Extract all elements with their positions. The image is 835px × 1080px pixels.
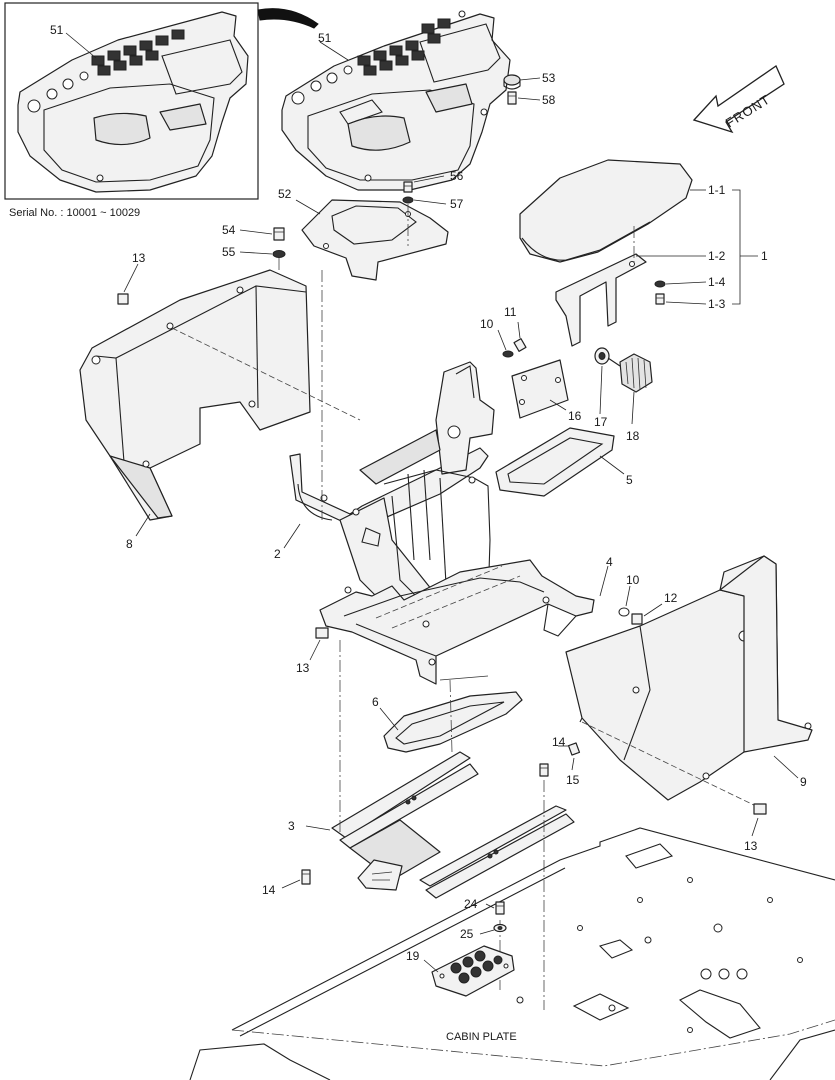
callout-2: 2 xyxy=(274,547,281,561)
callout-1-3: 1-3 xyxy=(708,297,726,311)
screw-14-upper xyxy=(539,763,549,777)
callout-1-1: 1-1 xyxy=(708,183,726,197)
cabin-plate xyxy=(189,827,835,1080)
callout-54: 54 xyxy=(222,223,236,237)
washer-55 xyxy=(272,250,286,258)
callout-1-2: 1-2 xyxy=(708,249,726,263)
armrest-pad-1-1 xyxy=(519,159,693,263)
cabin-plate-label: CABIN PLATE xyxy=(446,1031,517,1043)
callout-16: 16 xyxy=(568,409,582,423)
callout-13-mid: 13 xyxy=(296,661,310,675)
washer-17 xyxy=(594,347,610,365)
bolt-13-left xyxy=(117,293,129,305)
callout-6: 6 xyxy=(372,695,379,709)
callout-53: 53 xyxy=(542,71,556,85)
callout-3: 3 xyxy=(288,819,295,833)
washer-57 xyxy=(402,196,414,204)
callout-12: 12 xyxy=(664,591,678,605)
plate-19 xyxy=(431,945,515,997)
screw-11 xyxy=(513,338,527,352)
switch-array xyxy=(357,18,451,76)
bolt-24 xyxy=(495,901,505,915)
plate-16 xyxy=(511,359,569,419)
base-pan xyxy=(319,559,595,685)
callout-13-right: 13 xyxy=(744,839,758,853)
knob-18 xyxy=(607,353,653,393)
callout-19: 19 xyxy=(406,949,420,963)
callout-4: 4 xyxy=(606,555,613,569)
callout-15: 15 xyxy=(566,773,580,787)
callout-1-4: 1-4 xyxy=(708,275,726,289)
callout-55: 55 xyxy=(222,245,236,259)
callout-51-inset: 51 xyxy=(50,23,64,37)
gasket-5 xyxy=(495,427,615,497)
bolt-56 xyxy=(403,181,413,193)
callout-8: 8 xyxy=(126,537,133,551)
washer-10-upper xyxy=(502,350,514,358)
gasket-6 xyxy=(383,675,523,753)
bolt-1-3 xyxy=(655,293,665,305)
bolt-13-mid xyxy=(315,627,329,639)
bracket-52 xyxy=(301,199,449,281)
screw-14-lower xyxy=(301,869,311,885)
callout-58: 58 xyxy=(542,93,556,107)
callout-14-upper: 14 xyxy=(552,735,566,749)
screw-58 xyxy=(507,91,517,105)
console-cover-51 xyxy=(281,10,511,191)
callout-51: 51 xyxy=(318,31,332,45)
inset-switch-array xyxy=(91,29,185,76)
seat-rails-3 xyxy=(331,751,575,899)
washer-25 xyxy=(493,923,507,933)
callout-52: 52 xyxy=(278,187,292,201)
callout-13-left: 13 xyxy=(132,251,146,265)
left-cover-8 xyxy=(79,269,311,521)
inset-panel: 51 Serial No. : 10001 ~ 10029 xyxy=(4,2,259,219)
front-arrow: FRONT xyxy=(692,65,785,134)
washer-1-4 xyxy=(654,280,666,288)
callout-56: 56 xyxy=(450,169,464,183)
inset-arrow xyxy=(257,8,319,29)
washer-10-lower xyxy=(618,607,630,617)
bolt-54 xyxy=(273,227,285,241)
serial-note: Serial No. : 10001 ~ 10029 xyxy=(9,207,140,219)
callout-10-upper: 10 xyxy=(480,317,494,331)
callout-14-lower: 14 xyxy=(262,883,276,897)
callout-5: 5 xyxy=(626,473,633,487)
callout-11: 11 xyxy=(504,305,517,319)
bolt-13-right xyxy=(753,803,767,815)
callout-57: 57 xyxy=(450,197,464,211)
callout-1: 1 xyxy=(761,249,768,263)
inset-console-cover xyxy=(17,11,249,193)
right-cover-9 xyxy=(565,555,813,801)
bolt-12 xyxy=(631,613,643,625)
callout-9: 9 xyxy=(800,775,807,789)
screw-15 xyxy=(567,742,581,756)
callout-24: 24 xyxy=(464,897,478,911)
callout-18: 18 xyxy=(626,429,640,443)
callout-25: 25 xyxy=(460,927,474,941)
armrest-bracket-1-2 xyxy=(555,253,647,347)
callout-10-lower: 10 xyxy=(626,573,640,587)
callout-17: 17 xyxy=(594,415,608,429)
